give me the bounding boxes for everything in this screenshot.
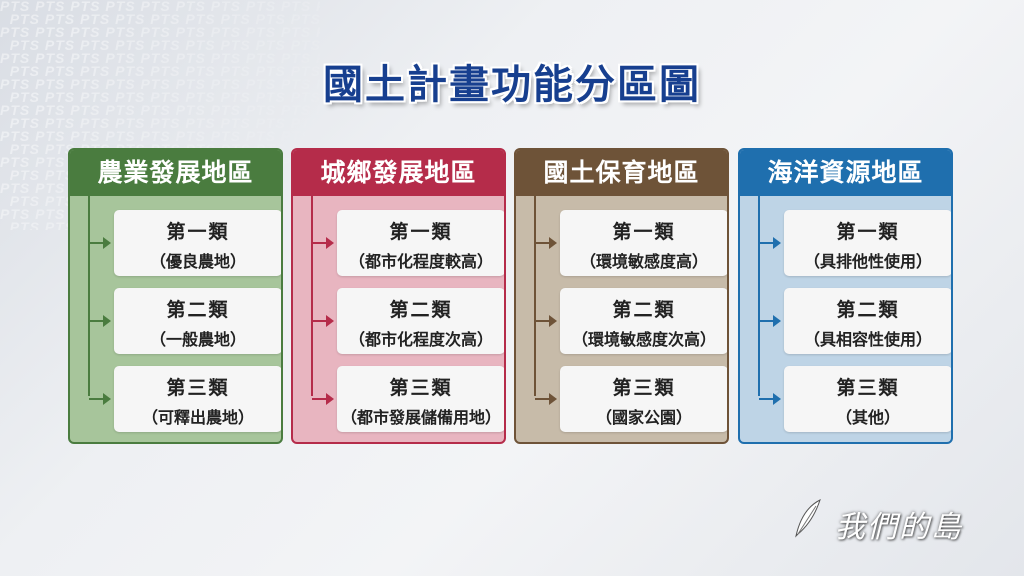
- leaf-logo-icon: [795, 499, 821, 538]
- connector-line: [758, 196, 760, 396]
- category-name: 第二類: [166, 299, 230, 321]
- zone-panel-4: 海洋資源地區第一類 （具排他性使用） 第二類 （具相容性使用） 第三類 （其他）: [738, 148, 953, 444]
- zone-panel-body: 第一類 （環境敏感度高） 第二類 （環境敏感度次高） 第三類 （國家公園）: [516, 196, 727, 442]
- category-name: 第一類: [166, 221, 230, 243]
- zone-panel-body: 第一類 （優良農地） 第二類 （一般農地） 第三類 （可釋出農地）: [70, 196, 281, 442]
- category-name: 第一類: [612, 221, 676, 243]
- arrow-right-icon: [535, 393, 557, 405]
- category-name: 第二類: [836, 299, 900, 321]
- category-card: 第二類 （一般農地）: [114, 288, 281, 354]
- category-description: （國家公園）: [595, 408, 692, 427]
- category-description: （都市化程度較高）: [348, 252, 493, 271]
- zone-panel-header: 海洋資源地區: [740, 150, 951, 196]
- connector-line: [88, 196, 90, 396]
- category-card: 第三類 （國家公園）: [560, 366, 727, 432]
- category-name: 第三類: [389, 377, 453, 399]
- category-card: 第三類 （其他）: [784, 366, 951, 432]
- arrow-right-icon: [312, 237, 334, 249]
- arrow-right-icon: [89, 393, 111, 405]
- category-card: 第二類 （具相容性使用）: [784, 288, 951, 354]
- category-name: 第二類: [612, 299, 676, 321]
- connector-line: [534, 196, 536, 396]
- zone-panel-1: 農業發展地區第一類 （優良農地） 第二類 （一般農地） 第三類 （可釋出農地）: [68, 148, 283, 444]
- category-name: 第三類: [166, 377, 230, 399]
- category-card: 第一類 （環境敏感度高）: [560, 210, 727, 276]
- category-card: 第一類 （具排他性使用）: [784, 210, 951, 276]
- category-card: 第二類 （都市化程度次高）: [337, 288, 504, 354]
- zone-panel-header: 農業發展地區: [70, 150, 281, 196]
- arrow-right-icon: [89, 315, 111, 327]
- arrow-right-icon: [759, 315, 781, 327]
- program-logo: 我們的島: [835, 510, 963, 545]
- category-card: 第三類 （可釋出農地）: [114, 366, 281, 432]
- category-name: 第一類: [389, 221, 453, 243]
- category-card: 第三類 （都市發展儲備用地）: [337, 366, 504, 432]
- arrow-right-icon: [535, 315, 557, 327]
- zone-panel-body: 第一類 （都市化程度較高） 第二類 （都市化程度次高） 第三類 （都市發展儲備用地）: [293, 196, 504, 442]
- arrow-right-icon: [759, 237, 781, 249]
- category-description: （可釋出農地）: [141, 408, 254, 427]
- zone-panel-body: 第一類 （具排他性使用） 第二類 （具相容性使用） 第三類 （其他）: [740, 196, 951, 442]
- category-description: （具排他性使用）: [803, 252, 932, 271]
- category-description: （環境敏感度次高）: [571, 330, 716, 349]
- arrow-right-icon: [312, 315, 334, 327]
- category-name: 第三類: [836, 377, 900, 399]
- category-name: 第三類: [612, 377, 676, 399]
- category-description: （其他）: [835, 408, 900, 427]
- category-name: 第一類: [836, 221, 900, 243]
- category-description: （優良農地）: [149, 252, 246, 271]
- arrow-right-icon: [89, 237, 111, 249]
- arrow-right-icon: [312, 393, 334, 405]
- category-description: （都市化程度次高）: [348, 330, 493, 349]
- category-description: （都市發展儲備用地）: [340, 408, 501, 427]
- zone-panel-3: 國土保育地區第一類 （環境敏感度高） 第二類 （環境敏感度次高） 第三類 （國家公園）: [514, 148, 729, 444]
- category-description: （具相容性使用）: [803, 330, 932, 349]
- category-name: 第二類: [389, 299, 453, 321]
- arrow-right-icon: [535, 237, 557, 249]
- category-card: 第一類 （優良農地）: [114, 210, 281, 276]
- category-card: 第一類 （都市化程度較高）: [337, 210, 504, 276]
- category-card: 第二類 （環境敏感度次高）: [560, 288, 727, 354]
- zone-panel-2: 城鄉發展地區第一類 （都市化程度較高） 第二類 （都市化程度次高） 第三類 （都市發展儲備…: [291, 148, 506, 444]
- page-title: 國土計畫功能分區圖: [323, 62, 701, 108]
- zone-panel-header: 國土保育地區: [516, 150, 727, 196]
- category-description: （環境敏感度高）: [579, 252, 708, 271]
- zone-panel-header: 城鄉發展地區: [293, 150, 504, 196]
- arrow-right-icon: [759, 393, 781, 405]
- category-description: （一般農地）: [149, 330, 246, 349]
- connector-line: [311, 196, 313, 396]
